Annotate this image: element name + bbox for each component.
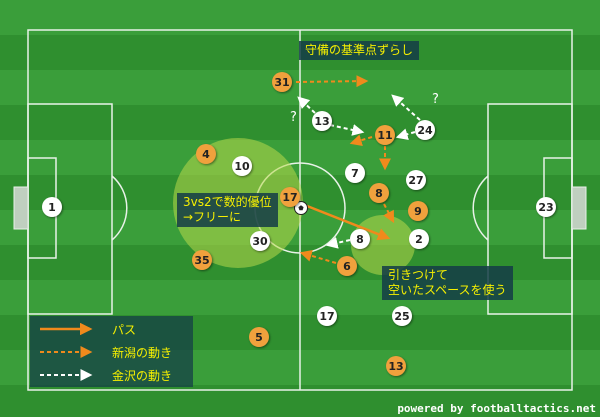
legend: パス 新潟の動き 金沢の動き — [30, 316, 193, 387]
legend-pass: パス — [30, 319, 193, 339]
legend-kanazawa-move-label: 金沢の動き — [112, 369, 173, 383]
question-mark-right: ? — [432, 92, 439, 107]
credit-text: powered by footballtactics.net — [397, 402, 596, 415]
niigata-player-8: 8 — [369, 183, 389, 203]
kanazawa-move-13-up — [297, 96, 316, 114]
kanazawa-player-27: 27 — [406, 170, 426, 190]
kanazawa-player-23: 23 — [536, 197, 556, 217]
kanazawa-move-24-up — [391, 94, 421, 121]
pass-arrow-icon — [40, 323, 93, 335]
niigata-player-31: 31 — [272, 72, 292, 92]
dashed-orange-arrow-icon — [40, 346, 93, 358]
kanazawa-player-25: 25 — [392, 306, 412, 326]
kanazawa-player-13: 13 — [312, 111, 332, 131]
pass-arrow — [301, 202, 391, 241]
niigata-player-6: 6 — [337, 256, 357, 276]
soccer-ball-icon — [294, 201, 308, 215]
niigata-move-11-left — [349, 134, 373, 146]
niigata-movement-arrows — [295, 75, 395, 264]
dashed-white-arrow-icon — [40, 369, 93, 381]
niigata-move-31 — [295, 75, 369, 88]
niigata-player-5: 5 — [249, 327, 269, 347]
niigata-player-4: 4 — [196, 144, 216, 164]
kanazawa-move-24-left — [395, 128, 416, 141]
niigata-player-35: 35 — [192, 250, 212, 270]
kanazawa-move-8 — [325, 237, 351, 249]
niigata-player-9: 9 — [408, 201, 428, 221]
niigata-move-6 — [299, 249, 337, 264]
legend-niigata-move-label: 新潟の動き — [112, 346, 173, 360]
kanazawa-move-13-right — [329, 124, 365, 136]
legend-pass-label: パス — [112, 323, 137, 337]
note-defensive-shift: 守備の基準点ずらし — [299, 41, 420, 60]
kanazawa-movement-arrows — [297, 94, 421, 249]
left-goal — [13, 186, 29, 230]
kanazawa-player-17: 17 — [317, 306, 337, 326]
kanazawa-player-10: 10 — [232, 156, 252, 176]
question-mark-left: ? — [290, 110, 297, 125]
niigata-player-13: 13 — [386, 356, 406, 376]
kanazawa-player-7: 7 — [345, 163, 365, 183]
right-goal — [571, 186, 587, 230]
niigata-player-11: 11 — [375, 125, 395, 145]
kanazawa-player-8: 8 — [350, 229, 370, 249]
legend-kanazawa-move: 金沢の動き — [30, 365, 193, 385]
kanazawa-player-24: 24 — [415, 120, 435, 140]
kanazawa-player-2: 2 — [409, 229, 429, 249]
kanazawa-player-1: 1 — [42, 197, 62, 217]
note-free-space: 引きつけて 空いたスペースを使う — [382, 266, 513, 300]
niigata-move-8 — [383, 203, 395, 224]
legend-niigata-move: 新潟の動き — [30, 342, 193, 362]
kanazawa-player-30: 30 — [250, 231, 270, 251]
niigata-player-17: 17 — [280, 187, 300, 207]
note-overload: 3vs2で数的優位 →フリーに — [177, 193, 278, 227]
